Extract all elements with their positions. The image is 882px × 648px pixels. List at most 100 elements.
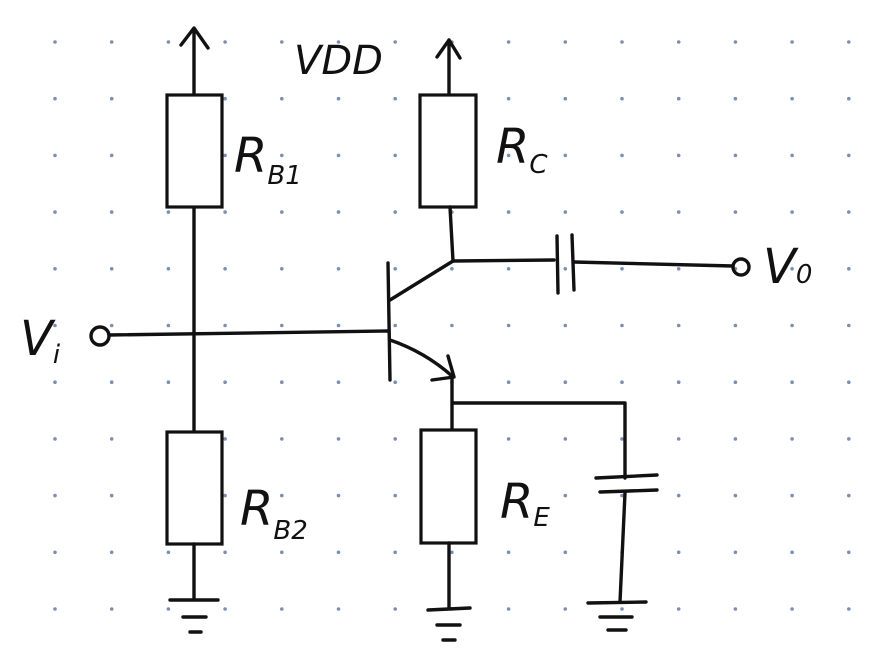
grid-dot [676,40,681,44]
grid-dot [790,96,794,101]
bypass-ground-wire [618,491,627,604]
grid-dot [620,437,624,441]
grid-dot [166,267,171,271]
grid-dot [790,380,794,385]
resistor-rc [418,93,478,209]
grid-dot [109,323,114,328]
bypass-capacitor [594,473,659,494]
grid-dot [280,493,284,498]
label-vdd: VDD [294,38,383,84]
grid-dot [733,380,738,385]
grid-dot [223,380,227,385]
grid-dot [393,437,398,441]
grid-dot [166,607,171,611]
grid-dot [280,96,284,101]
npn-transistor [386,259,456,382]
grid-dot [109,607,114,611]
grid-dot [336,96,341,101]
ground-symbol-rb2 [168,598,220,634]
grid-dot [676,153,681,158]
grid-dot [563,210,568,214]
grid-dot [109,550,114,555]
grid-dot [790,437,794,441]
grid-dot [336,550,341,555]
grid-dot [733,437,738,441]
grid-dot [336,40,341,44]
grid-dot [280,437,284,441]
grid-dot [847,550,851,555]
grid-dot [223,96,227,101]
grid-dot [733,153,738,158]
grid-dot [733,323,738,328]
grid-dot [676,210,681,214]
grid-dot [676,550,681,555]
grid-dot [109,210,114,214]
grid-dot [847,153,851,158]
grid-dot [166,40,171,44]
grid-dot [280,380,284,385]
grid-dot [563,493,568,498]
grid-dot [620,380,624,385]
collector-wire [448,205,556,263]
grid-dot [336,607,341,611]
grid-dot [223,323,227,328]
grid-dot [563,607,568,611]
grid-dot [847,437,851,441]
grid-dot [847,493,851,498]
grid-dot [280,153,284,158]
grid-dot [790,210,794,214]
grid-dot [506,210,511,214]
grid-dot [280,210,284,214]
grid-dot [450,267,454,271]
grid-dot [280,267,284,271]
grid-dot [733,96,738,101]
grid-dot [790,323,794,328]
grid-dot [563,267,568,271]
grid-dot [620,153,624,158]
ground-symbol-bypass [586,600,648,632]
grid-dot [109,437,114,441]
resistor-re [419,428,478,545]
grid-dot [336,267,341,271]
vdd-arrow-right [435,38,462,97]
grid-dot [393,323,398,328]
output-wire [572,260,735,268]
grid-dot [109,40,114,44]
grid-dot [733,493,738,498]
grid-dot [676,323,681,328]
grid-dot [847,380,851,385]
grid-dot [280,40,284,44]
grid-dot [790,267,794,271]
grid-dot [563,380,568,385]
grid-dot [336,153,341,158]
grid-dot [109,493,114,498]
grid-dot [280,323,284,328]
grid-dot [223,550,227,555]
grid-dot [53,493,57,498]
grid-dot [109,380,114,385]
grid-dot [620,323,624,328]
grid-dot [847,210,851,214]
grid-dot [223,153,227,158]
grid-dot [506,380,511,385]
grid-dot [336,323,341,328]
grid-dot [563,323,568,328]
grid-dot [563,153,568,158]
grid-dot [280,607,284,611]
grid-dot [620,96,624,101]
grid-dot [53,323,57,328]
grid-dot [336,210,341,214]
grid-dot [393,267,398,271]
grid-dot [109,96,114,101]
input-wire [107,329,390,337]
grid-dot [733,550,738,555]
grid-dot [393,210,398,214]
grid-dot [847,323,851,328]
grid-dot [620,493,624,498]
grid-dot [53,437,57,441]
grid-dot [393,380,398,385]
grid-dot [223,267,227,271]
input-terminal-vi [89,325,111,347]
dot-grid [53,40,851,611]
label-vo: V0 [763,239,812,295]
